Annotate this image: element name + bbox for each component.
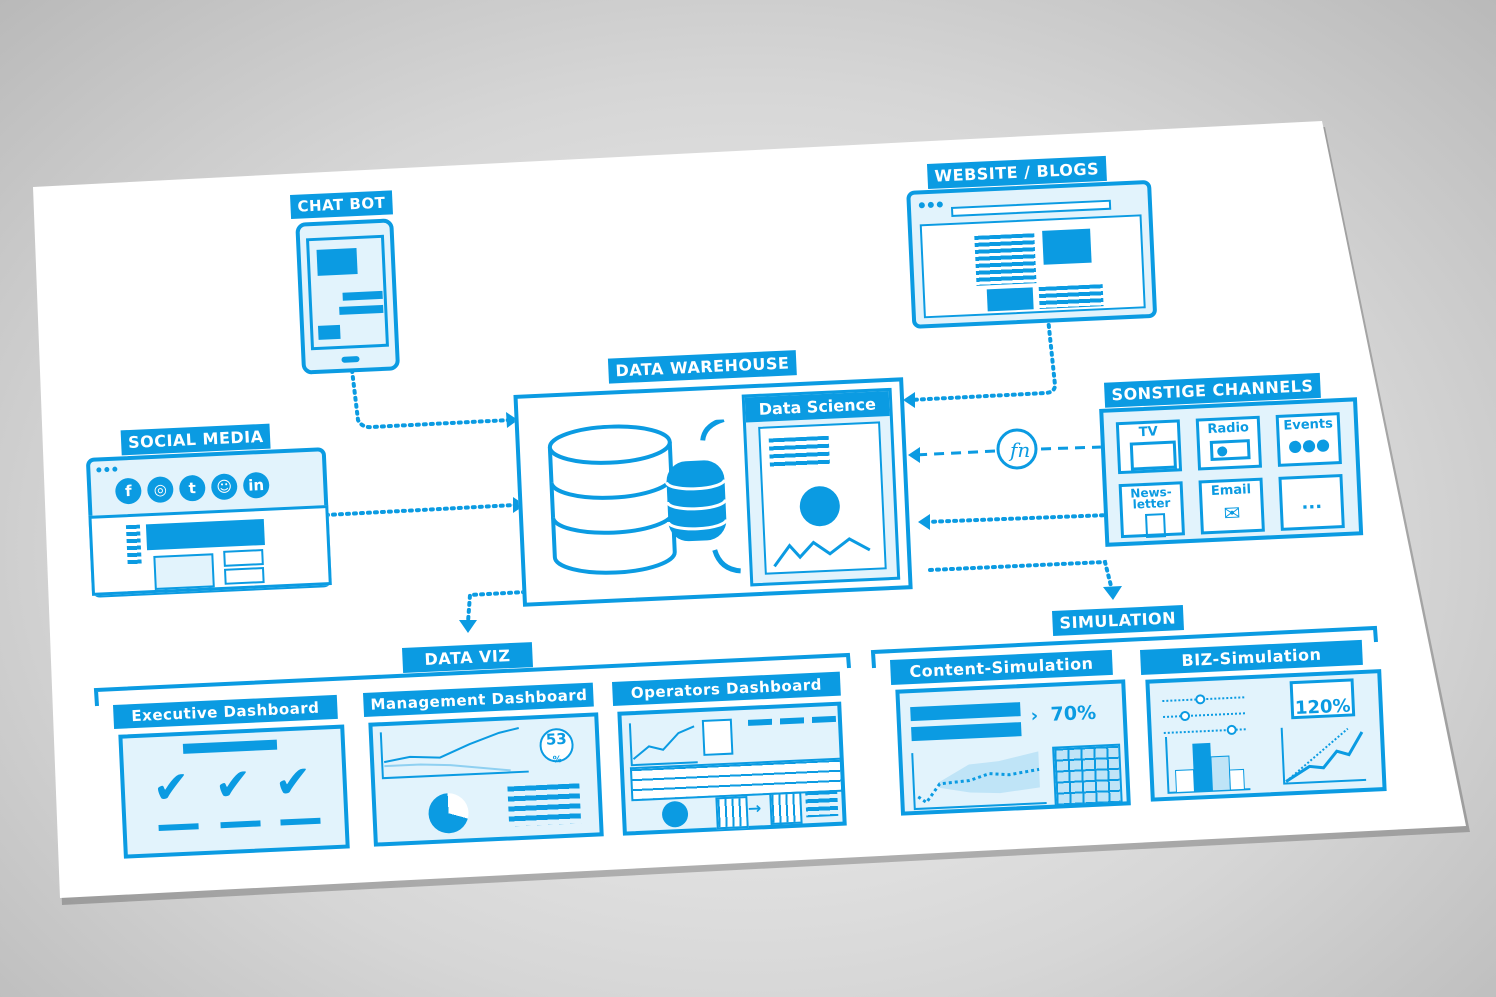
to-dataviz-link	[466, 590, 527, 624]
channels-link-2	[923, 513, 1112, 524]
heatmap-icon	[1052, 743, 1123, 807]
content-simulation-value: 70%	[1050, 701, 1097, 726]
data-warehouse-box: Data Science	[513, 377, 913, 607]
channel-email: Email✉	[1198, 477, 1265, 535]
social-media-box: f◎t☺in	[85, 447, 332, 598]
pie-chart-icon	[798, 485, 841, 528]
facebook-icon[interactable]: f	[114, 477, 142, 505]
browser-icon	[906, 179, 1158, 329]
function-icon	[996, 428, 1038, 470]
biz-simulation-value: 120%	[1289, 678, 1356, 720]
bar-chart-icon	[1164, 736, 1251, 794]
data-science-title: Data Science	[744, 390, 890, 423]
document-icon	[1144, 513, 1167, 538]
dataviz-bracket	[93, 652, 851, 707]
checkmark-icon: ✔	[213, 758, 253, 812]
pie-chart-icon	[427, 792, 470, 835]
twitter-icon[interactable]: t	[178, 474, 206, 502]
bar-list-icon	[507, 783, 582, 827]
instagram-icon[interactable]: ◎	[146, 476, 174, 504]
data-science-panel: Data Science	[741, 387, 901, 587]
social-link	[324, 503, 517, 517]
channel-events: Events●●●	[1275, 412, 1342, 467]
social-icons: f◎t☺in	[114, 471, 276, 505]
chat-bot-label: CHAT BOT	[290, 190, 393, 219]
to-simulation-link	[928, 559, 1114, 592]
function-label: fn	[1008, 438, 1030, 462]
tv-icon	[1129, 440, 1177, 471]
channel-tv: TV	[1115, 419, 1183, 475]
arrow-icon: ›	[1030, 705, 1039, 727]
grid-icon	[715, 795, 749, 830]
grid-icon	[769, 791, 803, 825]
radio-icon	[1209, 439, 1251, 461]
growth-chart-icon	[1280, 727, 1367, 785]
trend-chart-icon	[379, 727, 529, 780]
envelope-icon: ✉	[1223, 500, 1241, 526]
line-chart-icon	[773, 537, 871, 568]
channel-more: ...	[1278, 474, 1345, 531]
line-chart-icon	[628, 723, 698, 767]
website-link	[908, 316, 1058, 402]
people-icon: ●●●	[1287, 434, 1331, 456]
forecast-chart-icon	[911, 751, 1047, 811]
channel-newsletter: News- letter	[1118, 481, 1185, 539]
checkmark-icon: ✔	[151, 761, 191, 815]
arrow-right-icon: →	[747, 798, 762, 818]
management-unit: %	[552, 755, 562, 766]
linkedin-icon[interactable]: in	[242, 471, 270, 499]
channels-link-fn	[914, 445, 1103, 457]
report-icon	[701, 718, 734, 756]
phone-icon	[295, 218, 401, 375]
snapchat-icon[interactable]: ☺	[210, 473, 238, 501]
channel-radio: Radio	[1195, 415, 1263, 471]
emoji-icon	[317, 324, 341, 340]
checkmark-icon: ✔	[273, 756, 313, 809]
sliders-icon	[1162, 694, 1246, 735]
management-value: 53	[545, 729, 568, 749]
pie-chart-icon	[661, 800, 689, 828]
simulation-bracket	[870, 625, 1378, 669]
database-icon	[547, 418, 741, 575]
channels-box: TV Radio Events●●● News- letter Email✉ .…	[1099, 397, 1364, 547]
chatbot-link	[350, 368, 512, 430]
